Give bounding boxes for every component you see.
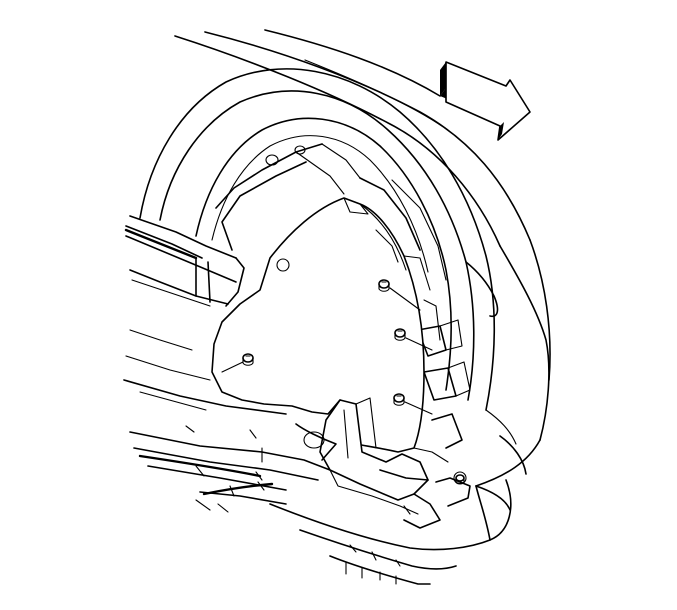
lower-body (129, 423, 337, 513)
inner-wheelhouse (215, 143, 471, 449)
lower-liner-extension (319, 397, 471, 529)
bolt-icon (378, 279, 390, 292)
bolt-icon (242, 353, 254, 366)
bolt-icon (394, 328, 406, 341)
bumper-fascia (269, 409, 527, 585)
trunk-structure (123, 215, 287, 415)
bolt-icon (455, 474, 465, 485)
quarter-panel (174, 29, 551, 487)
bolt-icon (393, 393, 405, 406)
direction-arrow-icon (440, 61, 531, 141)
wheel-arch (139, 68, 499, 411)
fastener-group (242, 279, 465, 485)
install-leader-lines (221, 287, 433, 415)
